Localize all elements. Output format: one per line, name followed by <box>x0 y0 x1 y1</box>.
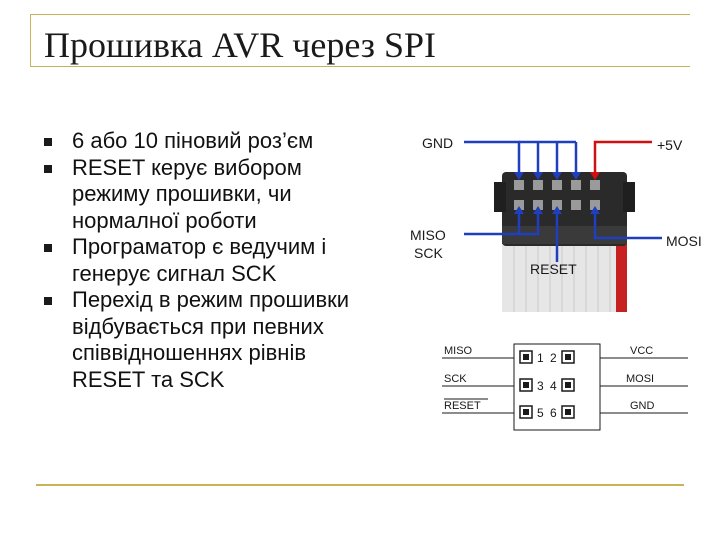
bullet-item: Перехід в режим прошивки відбувається пр… <box>40 287 380 393</box>
pinout-left-lines <box>442 357 514 414</box>
photo-label-mosi: MOSI <box>666 233 702 249</box>
pinout-right-label: MOSI <box>626 373 654 385</box>
photo-label-reset: RESET <box>530 261 577 277</box>
bullet-text: Перехід в режим прошивки відбувається пр… <box>72 287 350 392</box>
reset-wire-arrow <box>552 206 562 262</box>
bullet-text: RESET керує вибором режиму прошивки, чи … <box>72 154 302 233</box>
bullet-list: 6 або 10 піновий роз’єм RESET керує вибо… <box>40 128 380 393</box>
bullet-item: RESET керує вибором режиму прошивки, чи … <box>40 155 380 235</box>
pin-number: 3 <box>537 379 544 393</box>
vcc-wire-arrow <box>590 140 652 180</box>
bullet-text: 6 або 10 піновий роз’єм <box>72 128 314 153</box>
pinout-left-label: MISO <box>444 345 473 357</box>
decor-rule-bottom <box>36 484 684 486</box>
photo-label-miso: MISO <box>410 227 446 243</box>
pinout-left-label: SCK <box>444 373 467 385</box>
pin-number: 1 <box>537 351 544 365</box>
photo-label-sck: SCK <box>414 245 443 261</box>
bullet-square-icon <box>44 164 52 173</box>
slide-title: Прошивка AVR через SPI <box>44 25 437 65</box>
pin-number: 2 <box>550 351 557 365</box>
pinout-right-label: VCC <box>630 345 653 357</box>
miso-sck-wire-arrows <box>464 210 540 236</box>
isp-connector-photo: GND +5V MISO SCK MOSI RESET <box>402 122 712 312</box>
pinout-left-label: RESET <box>444 400 481 412</box>
photo-label-vcc: +5V <box>657 137 683 153</box>
bullet-square-icon <box>44 138 52 146</box>
pin-number: 4 <box>550 379 557 393</box>
pinout-right-lines <box>600 357 688 414</box>
mosi-wire-arrow <box>590 206 662 240</box>
bullet-square-icon <box>44 297 52 305</box>
gnd-arrowheads <box>514 172 581 180</box>
bullet-item: 6 або 10 піновий роз’єм <box>40 128 380 155</box>
bullet-square-icon <box>44 244 52 252</box>
decor-rule-vertical <box>30 14 31 66</box>
pinout-pins <box>519 350 575 419</box>
pin-number: 6 <box>550 406 557 420</box>
miso-sck-arrowheads <box>514 206 543 214</box>
decor-rule-under-title <box>30 66 690 67</box>
decor-rule-top <box>30 14 690 15</box>
pin-number: 5 <box>537 406 544 420</box>
photo-label-gnd: GND <box>422 135 453 151</box>
isp-pinout-diagram: 1 2 3 4 5 6 MISO SCK RESET VCC MOSI GND <box>442 343 688 431</box>
bullet-item: Програматор є ведучим і генерує сигнал S… <box>40 234 380 287</box>
pinout-right-label: GND <box>630 400 655 412</box>
gnd-wire-arrows <box>464 140 578 174</box>
bullet-text: Програматор є ведучим і генерує сигнал S… <box>72 234 327 286</box>
